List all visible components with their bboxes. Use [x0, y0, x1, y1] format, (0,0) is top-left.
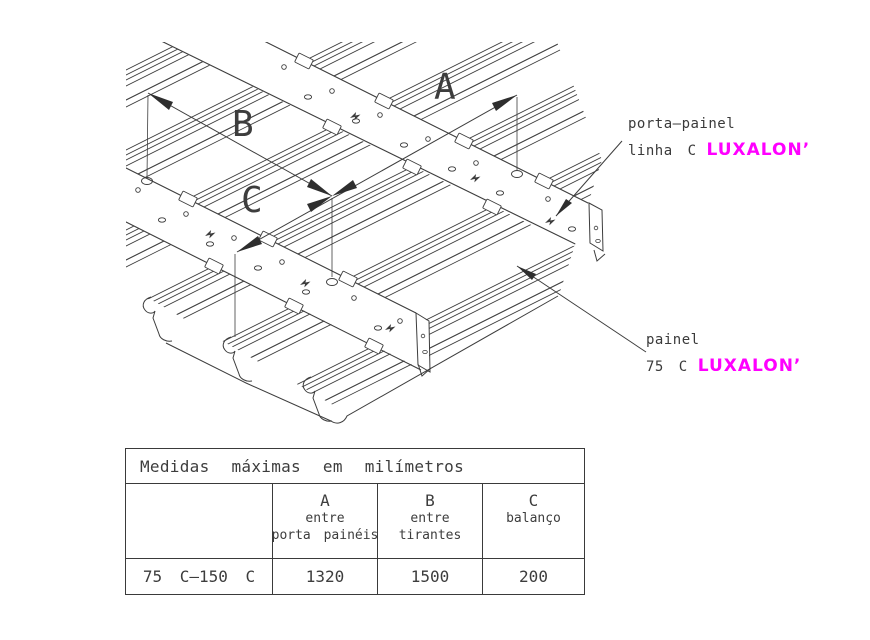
dim-label-a: A [434, 67, 456, 108]
callout-panel-line1: painel [646, 332, 700, 348]
value-a-cell: 1320 [273, 559, 378, 594]
leader-arrow [556, 199, 572, 216]
table-header-col-b: B entre tirantes [378, 484, 483, 558]
carrier-front-holes [135, 177, 403, 331]
dim-label-b: B [232, 104, 254, 145]
leader-group [516, 140, 647, 353]
col-a-letter: A [320, 491, 330, 510]
table-header-row: A entre porta painéis B entre tirantes C… [126, 484, 584, 559]
panel-edge-line [126, 42, 602, 416]
luxalon-logo: LUXALON’ [697, 356, 802, 376]
callout-panel-line2: 75 C LUXALON’ [646, 356, 801, 376]
dimension-arrows [148, 93, 517, 252]
measurements-table: Medidas máximas em milímetros A entre po… [125, 448, 585, 595]
dimension-arrow [237, 236, 262, 252]
dimension-arrow [307, 196, 332, 212]
carrier-rear-lower-edge [126, 42, 602, 263]
carrier-front-body [126, 155, 429, 373]
callout-carrier-code: linha C [628, 143, 697, 159]
col-c-sub1: balanço [506, 511, 561, 526]
carrier-rear-holes [281, 64, 577, 232]
leader-arrow [517, 266, 536, 280]
carrier-rear-end [588, 202, 606, 262]
tirante-hole [326, 278, 338, 286]
callout-carrier-line1: porta—painel [628, 116, 736, 132]
dimension-group: A B C [146, 67, 518, 337]
table-title: Medidas máximas em milímetros [126, 449, 584, 484]
dimension-line-a-c [236, 94, 518, 253]
col-b-sub2: tirantes [398, 528, 462, 543]
tirante-hole [141, 177, 153, 185]
value-c-cell: 200 [519, 567, 548, 586]
carrier-end-tab [417, 363, 432, 377]
callout-panel: painel 75 C LUXALON’ [646, 332, 801, 376]
dimension-arrow [307, 179, 332, 196]
luxalon-logo: LUXALON’ [706, 140, 811, 160]
dimension-extension-lines [146, 94, 518, 337]
col-b-letter: B [425, 491, 435, 510]
dimension-arrow [332, 180, 357, 196]
col-a-sub2: porta painéis [271, 528, 379, 543]
carrier-end-tab [593, 249, 606, 262]
leader-line-panel [516, 265, 647, 353]
table-header-col-c: C balanço [483, 484, 584, 558]
col-a-sub1: entre [305, 511, 345, 526]
dim-label-c: C [241, 180, 263, 221]
table-data-row: 75 C—150 C 1320 1500 200 [126, 559, 584, 594]
value-b-cell: 1500 [378, 559, 483, 594]
carrier-front-end [415, 312, 432, 377]
carrier-front-group [126, 154, 429, 373]
dimension-line-b [147, 92, 333, 197]
panel-shadow-line [126, 42, 602, 416]
col-c-letter: C [528, 491, 539, 510]
table-corner-cell [126, 484, 273, 558]
tirante-hole [511, 170, 523, 178]
dimension-arrow [148, 93, 173, 110]
callout-carrier: porta—painel linha C LUXALON’ [628, 116, 810, 160]
panel-cut-profiles [142, 295, 559, 424]
row-label-cell: 75 C—150 C [126, 559, 273, 594]
panel-strips-group [126, 42, 602, 416]
table-header-col-a: A entre porta painéis [271, 484, 379, 558]
callout-carrier-line2: linha C LUXALON’ [628, 140, 810, 160]
callout-panel-code: 75 C [646, 359, 688, 375]
col-b-sub1: entre [410, 511, 450, 526]
dimension-arrow [492, 95, 517, 111]
carrier-rear-body [126, 42, 602, 266]
